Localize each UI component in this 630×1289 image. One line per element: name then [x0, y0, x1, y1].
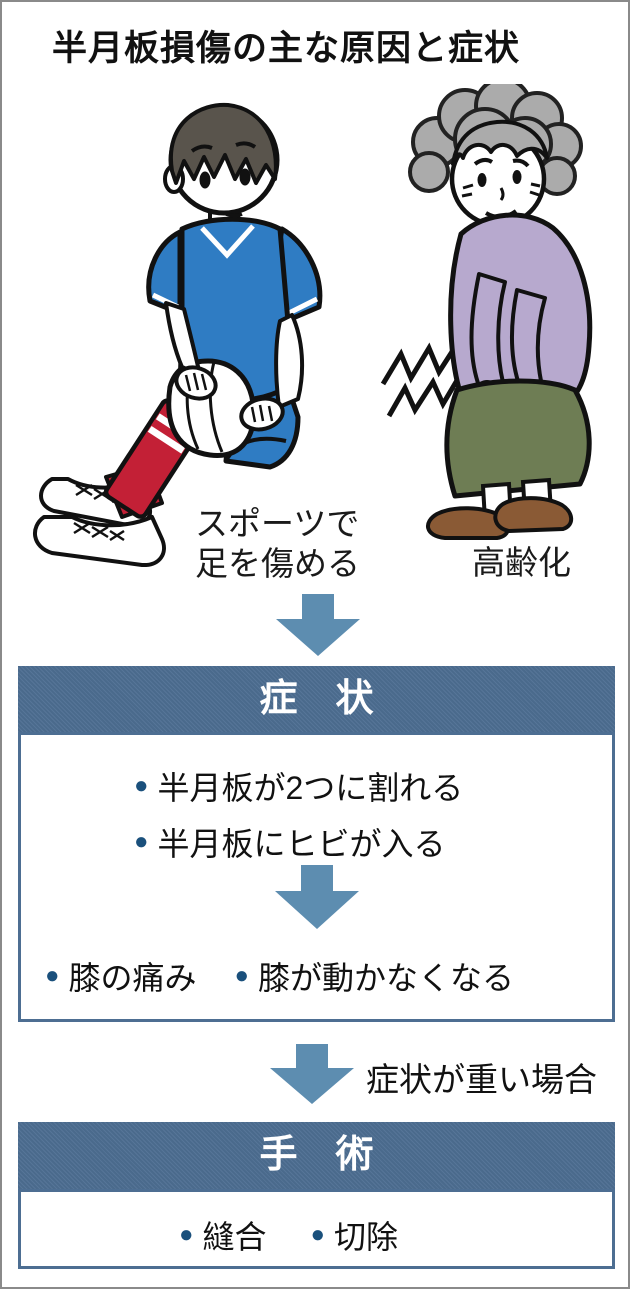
elderly-woman-illustration: [380, 84, 593, 540]
bullet-icon: ●: [45, 962, 60, 989]
boy-hands: [174, 365, 285, 432]
woman-arms: [469, 272, 547, 392]
symptom-text: 膝が動かなくなる: [258, 960, 515, 996]
symptom-text: 膝の痛み: [68, 960, 197, 996]
sports-caption-line2: 足を傷める: [195, 545, 360, 582]
bullet-icon: ●: [134, 828, 149, 855]
severe-case-label: 症状が重い場合: [366, 1061, 597, 1098]
symptoms-box: ● 半月板が2つに割れる ● 半月板にヒビが入る ● 膝の痛み ● 膝が動かなく…: [18, 732, 615, 1022]
aging-cause-caption: 高齢化: [472, 544, 571, 581]
list-item: ● 半月板にヒビが入る: [134, 819, 446, 865]
surgery-option-text: 切除: [334, 1219, 399, 1255]
surgery-box: ● 縫合 ● 切除: [18, 1189, 615, 1269]
secondary-symptoms-row: ● 膝の痛み ● 膝が動かなくなる: [45, 953, 514, 999]
pain-zigzag-icon: [380, 342, 462, 418]
woman-wrinkles: [461, 182, 541, 198]
down-arrow-icon: [276, 594, 360, 656]
boy-hair: [168, 102, 278, 185]
symptom-text: 半月板が2つに割れる: [157, 770, 464, 806]
symptom-text: 半月板にヒビが入る: [157, 826, 446, 862]
bullet-icon: ●: [178, 1221, 194, 1248]
surgery-section-header: 手 術: [18, 1122, 615, 1189]
boy-eyebrows: [190, 141, 257, 153]
woman-skirt: [444, 378, 592, 499]
symptoms-section-header: 症 状: [18, 666, 615, 732]
list-item: ● 膝が動かなくなる: [235, 953, 515, 999]
bullet-icon: ●: [310, 1221, 326, 1248]
surgery-options-row: ● 縫合 ● 切除: [2, 1212, 584, 1258]
boy-mouth: [223, 211, 243, 218]
bullet-icon: ●: [134, 772, 149, 799]
surgery-option-text: 縫合: [202, 1219, 267, 1255]
bullet-icon: ●: [234, 962, 250, 989]
woman-face: [449, 119, 549, 228]
sports-caption-line1: スポーツで: [195, 505, 360, 542]
list-item: ● 縫合: [179, 1212, 267, 1258]
boy-right-arm: [274, 313, 305, 409]
boy-head: [163, 102, 280, 218]
boy-sports-injury-illustration: [33, 102, 323, 567]
woman-shoes: [426, 496, 574, 540]
down-arrow-icon: [275, 865, 359, 929]
list-item: ● 半月板が2つに割れる: [134, 763, 463, 809]
page-title: 半月板損傷の主な原因と症状: [52, 29, 521, 68]
down-arrow-icon: [270, 1044, 354, 1104]
shoe-laces: [73, 483, 127, 542]
woman-eyebrows: [473, 157, 530, 168]
list-item: ● 膝の痛み: [45, 953, 197, 999]
list-item: ● 切除: [311, 1212, 399, 1258]
sports-cause-caption: スポーツで 足を傷める: [195, 504, 360, 584]
